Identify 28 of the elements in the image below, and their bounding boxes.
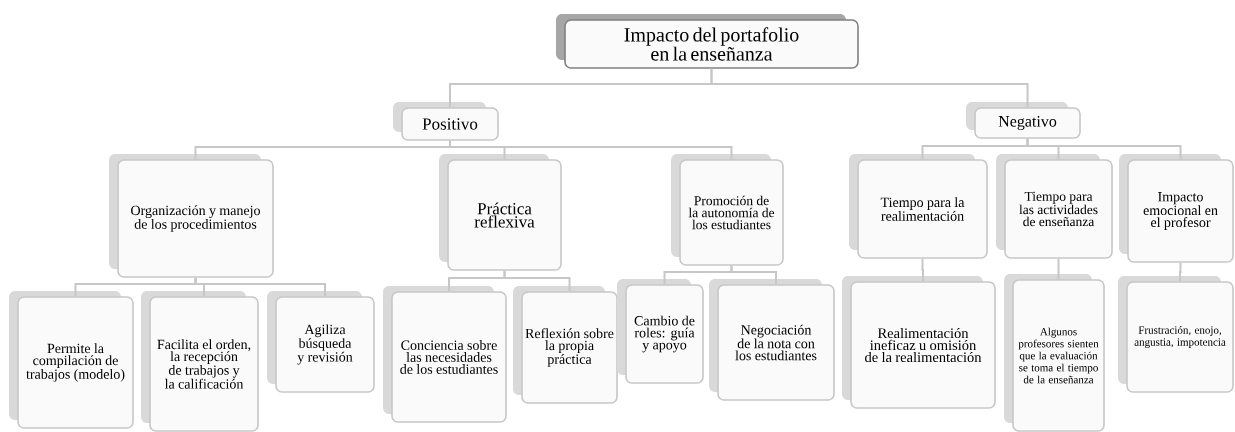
- box: Facilita el orden, la recepción de trabajos y la calificación: [141, 291, 259, 432]
- box: Promoción de la autonomía de los estudiantes: [671, 154, 784, 266]
- connector: [1179, 261, 1182, 283]
- box: Organización y manejo de los procedimientos: [109, 154, 274, 278]
- box: Práctica reflexiva: [439, 154, 562, 271]
- connector: [921, 257, 924, 283]
- box: Agiliza búsqueda y revisión: [267, 291, 375, 393]
- box: Negativo: [966, 102, 1081, 139]
- box: Permite la compilación de trabajos (modelo): [9, 291, 134, 429]
- connector: [449, 139, 733, 161]
- connector: [710, 67, 1029, 109]
- box: Impacto del portafolio en la enseñanza: [556, 14, 859, 69]
- box: Frustración, enojo, angustia, impotencia: [1118, 276, 1234, 393]
- box: Tiempo para las actividades de enseñanza: [996, 154, 1113, 259]
- box: Impacto emocional en el profesor: [1119, 154, 1234, 263]
- connector: [1026, 137, 1182, 161]
- connector: [1057, 257, 1060, 281]
- box: Realimentación ineficaz u omisión de la realimentación: [842, 276, 996, 409]
- box: Reflexión sobre la propia práctica: [513, 286, 618, 404]
- connector: [730, 264, 777, 286]
- box: Conciencia sobre las necesidades de los estudiantes: [383, 286, 507, 423]
- box: Tiempo para la realimentación: [849, 154, 988, 259]
- connector: [503, 269, 571, 293]
- box: Negociación de la nota con los estudiantes: [709, 279, 835, 401]
- box: Positivo: [393, 102, 499, 141]
- connector: [194, 276, 326, 298]
- box: Algunos profesores sienten que la evaluación se toma el tiempo de la enseñanza: [1004, 274, 1105, 432]
- box: Cambio de roles: guía y apoyo: [617, 279, 704, 384]
